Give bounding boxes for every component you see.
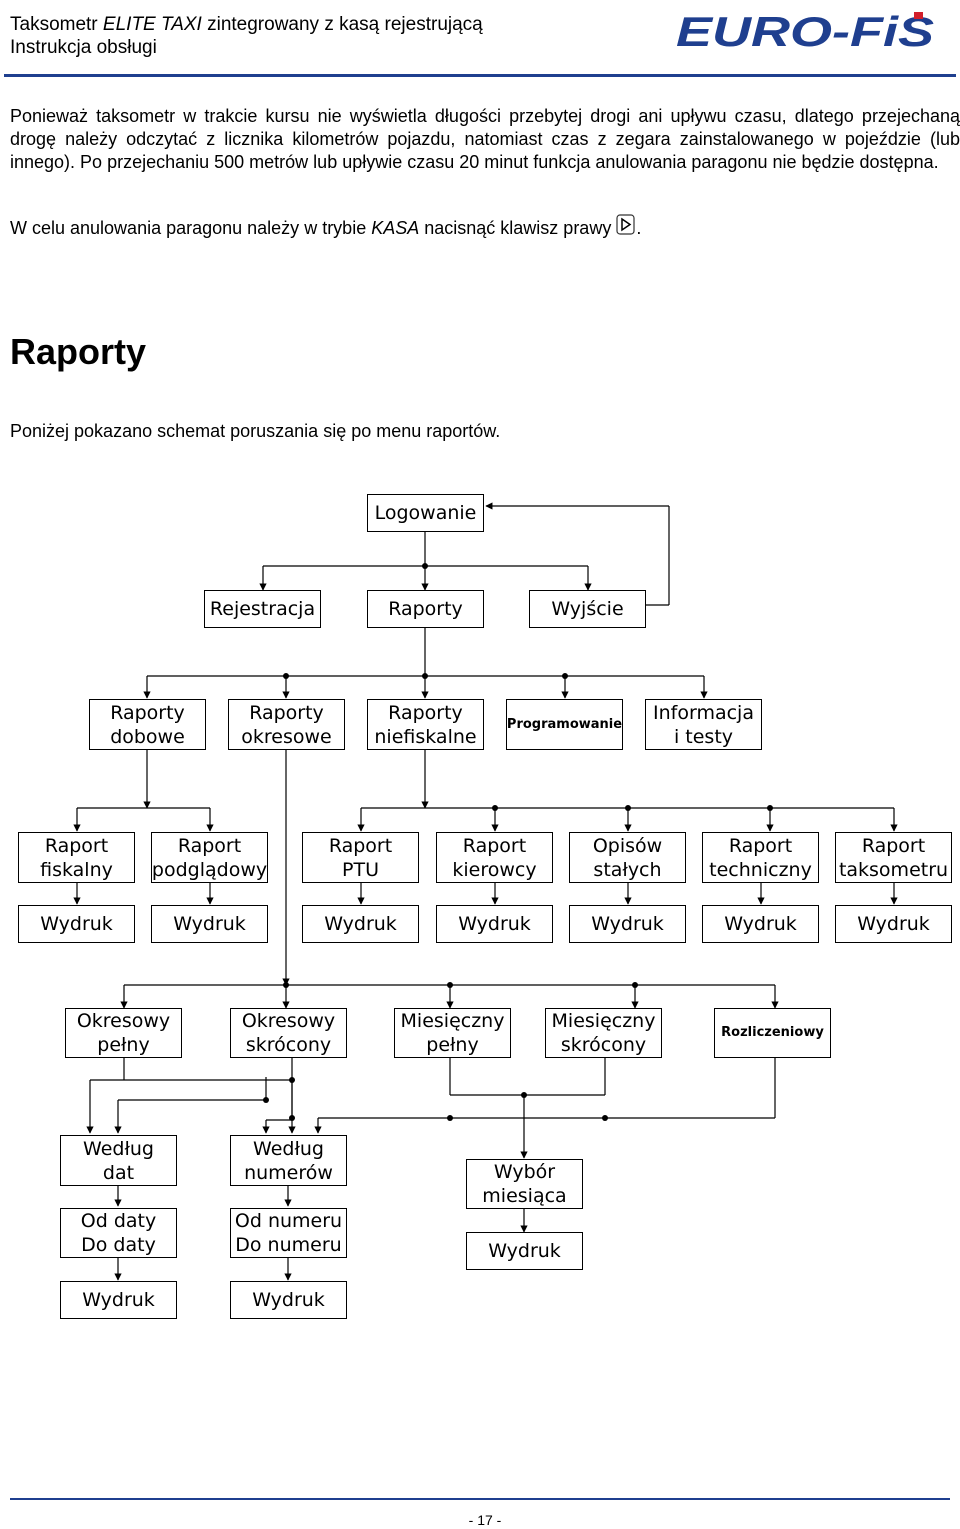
box-wydruk-dat: Wydruk [60, 1281, 177, 1319]
box-okresowy-skrocony: Okresowy skrócony [230, 1008, 347, 1058]
header-subtitle: Instrukcja obsługi [10, 37, 157, 58]
box-raporty-okresowe: Raporty okresowe [228, 699, 345, 750]
box-okresowy-pelny: Okresowy pełny [65, 1008, 182, 1058]
paragraph-klawisz: W celu anulowania paragonu należy w tryb… [10, 214, 960, 240]
box-wedlug-numerow: Według numerów [230, 1135, 347, 1186]
connector-dots [263, 563, 773, 1121]
box-wyjscie: Wyjście [529, 590, 646, 628]
logo-text: EURO-FiS [676, 10, 934, 54]
box-wydruk-ptu: Wydruk [302, 905, 419, 943]
box-od-daty-do-daty: Od daty Do daty [60, 1208, 177, 1258]
box-raport-ptu: Raport PTU [302, 832, 419, 883]
box-informacja-i-testy: Informacja i testy [645, 699, 762, 750]
paragraph2-before: W celu anulowania paragonu należy w tryb… [10, 218, 372, 238]
box-wydruk-miesiaca: Wydruk [466, 1232, 583, 1270]
section-heading: Raporty [10, 331, 147, 372]
box-logowanie: Logowanie [367, 494, 484, 532]
footer-divider [10, 1498, 950, 1500]
paragraph-schemat: Poniżej pokazano schemat poruszania się … [10, 421, 501, 441]
paragraph-anulowanie: Ponieważ taksometr w trakcie kursu nie w… [10, 106, 960, 172]
logo-accent-icon [914, 12, 923, 19]
box-wydruk-fiskalny: Wydruk [18, 905, 135, 943]
box-raport-kierowcy: Raport kierowcy [436, 832, 553, 883]
paragraph2-after: nacisnąć klawisz prawy [419, 218, 617, 238]
diagram-connectors [73, 502, 898, 1281]
header-title-prefix: Taksometr [10, 14, 103, 35]
box-miesieczny-skrocony: Miesięczny skrócony [545, 1008, 662, 1058]
box-raport-podgladowy: Raport podglądowy [151, 832, 268, 883]
box-raporty-niefiskalne: Raporty niefiskalne [367, 699, 484, 750]
box-wydruk-kierowcy: Wydruk [436, 905, 553, 943]
box-wydruk-techniczny: Wydruk [702, 905, 819, 943]
box-wydruk-numerow: Wydruk [230, 1281, 347, 1319]
box-programowanie: Programowanie [506, 699, 623, 750]
page-number: - 17 - [468, 1512, 502, 1528]
header-text: Taksometr ELITE TAXI zintegrowany z kasą… [10, 13, 483, 59]
header-title: Taksometr ELITE TAXI zintegrowany z kasą… [10, 13, 483, 36]
box-wydruk-taksometru: Wydruk [835, 905, 952, 943]
box-raport-taksometru: Raport taksometru [835, 832, 952, 883]
box-opisow-stalych: Opisów stałych [569, 832, 686, 883]
header-title-suffix: zintegrowany z kasą rejestrującą [201, 14, 483, 35]
box-wydruk-opisow: Wydruk [569, 905, 686, 943]
play-right-key-icon [616, 214, 635, 235]
box-wybor-miesiaca: Wybór miesiąca [466, 1159, 583, 1209]
box-raporty-dobowe: Raporty dobowe [89, 699, 206, 750]
box-wydruk-podgladowy: Wydruk [151, 905, 268, 943]
box-od-numeru-do-numeru: Od numeru Do numeru [230, 1208, 347, 1258]
header-divider [4, 74, 956, 77]
paragraph2-end: . [636, 218, 642, 238]
page-header: Taksometr ELITE TAXI zintegrowany z kasą… [10, 10, 950, 76]
box-raport-fiskalny: Raport fiskalny [18, 832, 135, 883]
box-rozliczeniowy: Rozliczeniowy [714, 1008, 831, 1058]
box-raport-techniczny: Raport techniczny [702, 832, 819, 883]
box-wedlug-dat: Według dat [60, 1135, 177, 1186]
paragraph2-mode: KASA [371, 218, 420, 238]
header-title-italic: ELITE TAXI [102, 14, 202, 35]
euro-fis-logo: EURO-FiS [676, 10, 934, 54]
box-miesieczny-pelny: Miesięczny pełny [394, 1008, 511, 1058]
box-raporty: Raporty [367, 590, 484, 628]
box-rejestracja: Rejestracja [204, 590, 321, 628]
